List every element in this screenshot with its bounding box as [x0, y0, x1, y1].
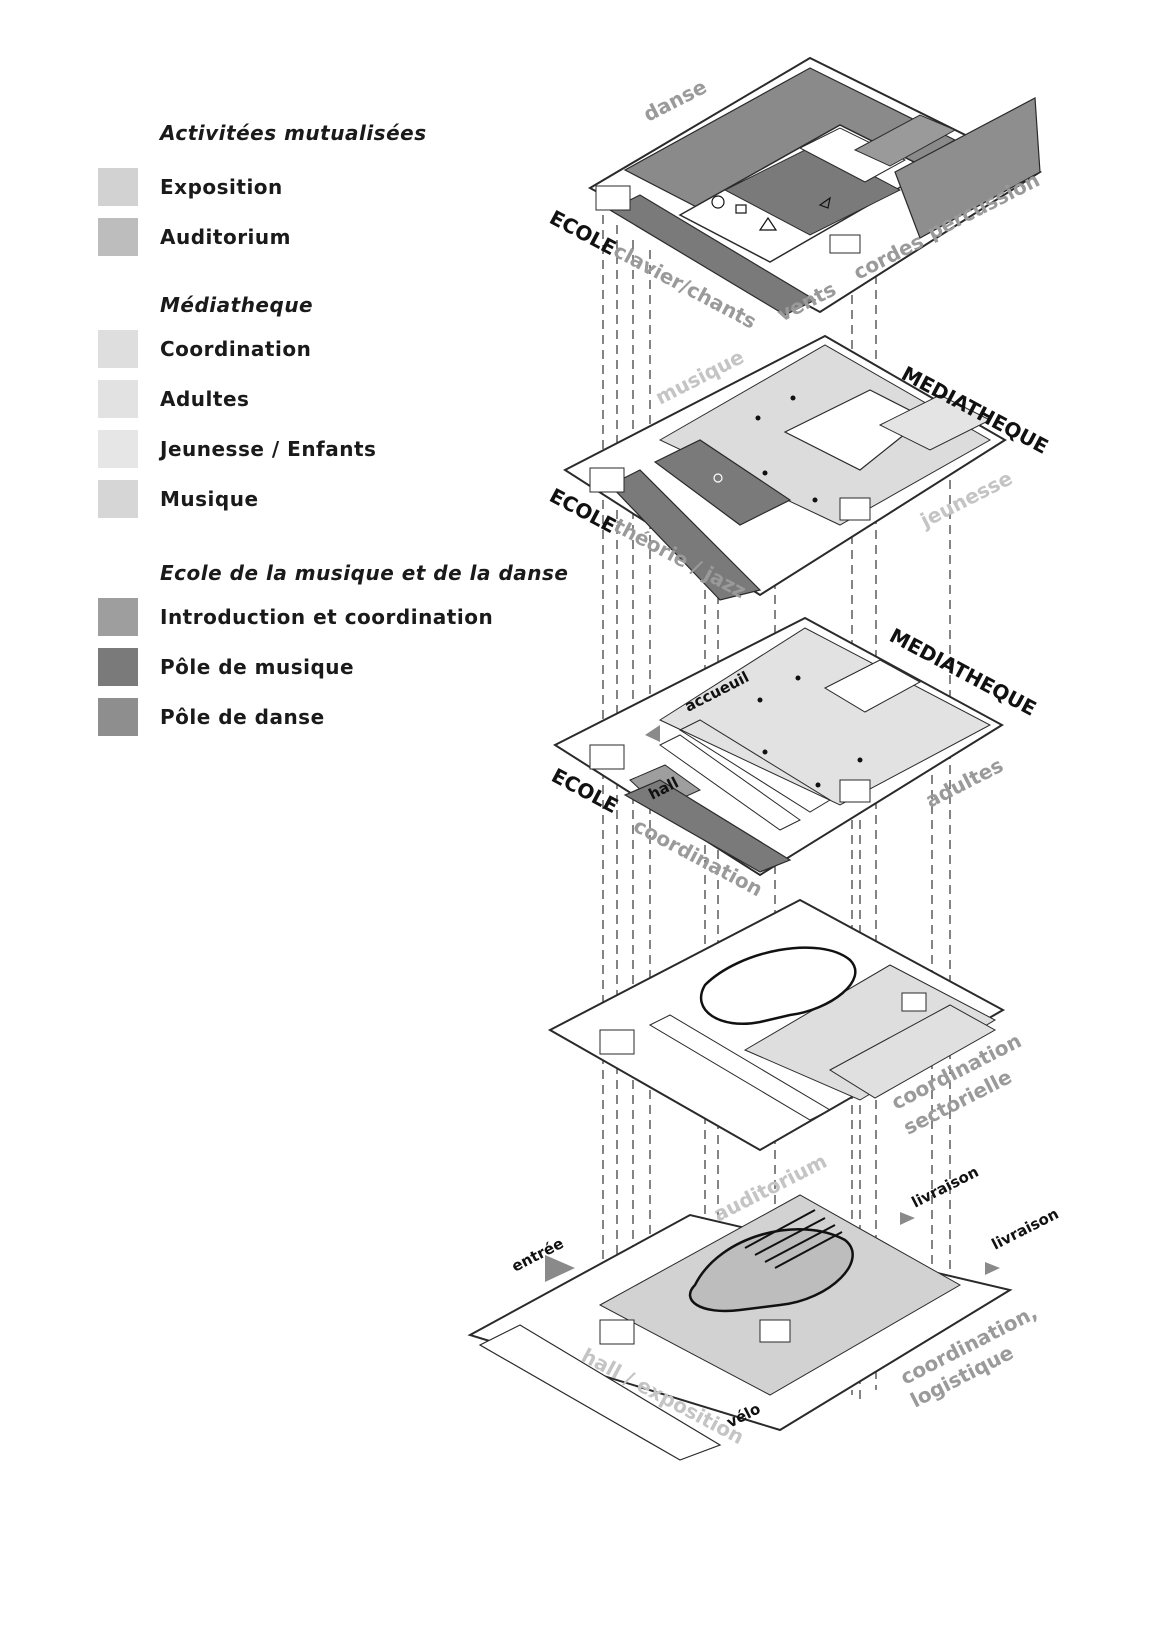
legend-label: Adultes: [160, 387, 250, 411]
legend-heading-mediatheque: Médiatheque: [160, 293, 314, 317]
label-ecole-top: ECOLE: [546, 205, 621, 260]
legend-label: Pôle de musique: [160, 655, 355, 679]
level-fourth: coordination sectorielle: [547, 898, 1025, 1152]
level-second: musique MEDIATHEQUE ECOLE théorie / jazz…: [546, 334, 1052, 603]
legend-swatch: [98, 380, 138, 418]
label-livraison-2: livraison: [989, 1205, 1062, 1254]
label-danse: danse: [639, 74, 710, 126]
legend-heading-activites: Activitées mutualisées: [160, 121, 427, 145]
legend-label: Coordination: [160, 337, 312, 361]
legend-label: Exposition: [160, 175, 283, 199]
legend-label: Auditorium: [160, 225, 291, 249]
livraison-arrow-icon: [985, 1262, 1000, 1275]
legend-label: Jeunesse / Enfants: [160, 437, 377, 461]
legend-swatch: [98, 430, 138, 468]
legend-label: Pôle de danse: [160, 705, 325, 729]
legend-label: Musique: [160, 487, 259, 511]
legend-swatch: [98, 648, 138, 686]
legend-label: Introduction et coordination: [160, 605, 494, 629]
livraison-arrow-icon: [900, 1212, 915, 1225]
legend-swatch: [98, 168, 138, 206]
legend-heading-ecole: Ecole de la musique et de la danse: [160, 561, 569, 585]
legend-swatch: [98, 698, 138, 736]
legend-swatch: [98, 480, 138, 518]
seating-rows: [744, 1209, 843, 1269]
legend-swatch: [98, 598, 138, 636]
legend-swatch: [98, 330, 138, 368]
legend-swatch: [98, 218, 138, 256]
legend: Activitées mutualisées Exposition Audito…: [0, 0, 600, 800]
label-livraison-1: livraison: [909, 1163, 982, 1212]
level-top: danse ECOLE clavier/chants vents cordes …: [546, 56, 1043, 334]
level-ground: auditorium livraison livraison entrée ha…: [467, 1149, 1062, 1461]
level-third: MEDIATHEQUE accueuil hall ECOLE coordina…: [548, 616, 1040, 901]
entree-arrow-icon: [545, 1255, 575, 1282]
